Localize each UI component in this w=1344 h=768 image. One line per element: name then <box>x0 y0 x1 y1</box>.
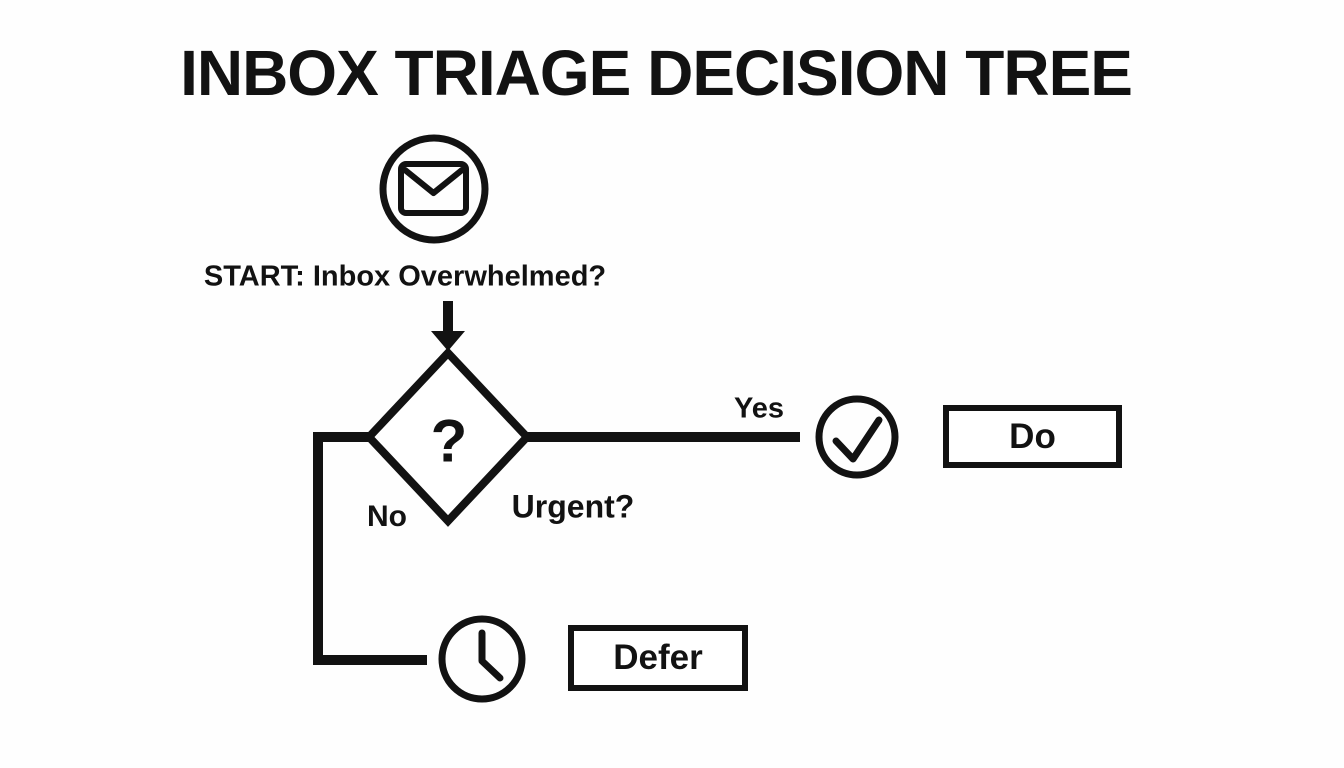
no-branch-label: No <box>367 500 407 533</box>
arrow-down-icon <box>431 301 465 351</box>
check-icon <box>815 395 899 479</box>
decision-diamond <box>363 347 533 527</box>
decision-question-mark: ? <box>430 407 468 475</box>
clock-icon <box>438 615 526 703</box>
defer-outcome-box: Defer <box>568 625 748 691</box>
no-connector-line <box>313 432 427 665</box>
decision-question-label: Urgent? <box>511 488 635 525</box>
do-outcome-box: Do <box>943 405 1122 468</box>
mail-icon <box>379 134 489 244</box>
start-label: START: Inbox Overwhelmed? <box>203 260 607 293</box>
page-title: INBOX TRIAGE DECISION TREE <box>180 37 1133 109</box>
yes-branch-label: Yes <box>734 392 784 425</box>
